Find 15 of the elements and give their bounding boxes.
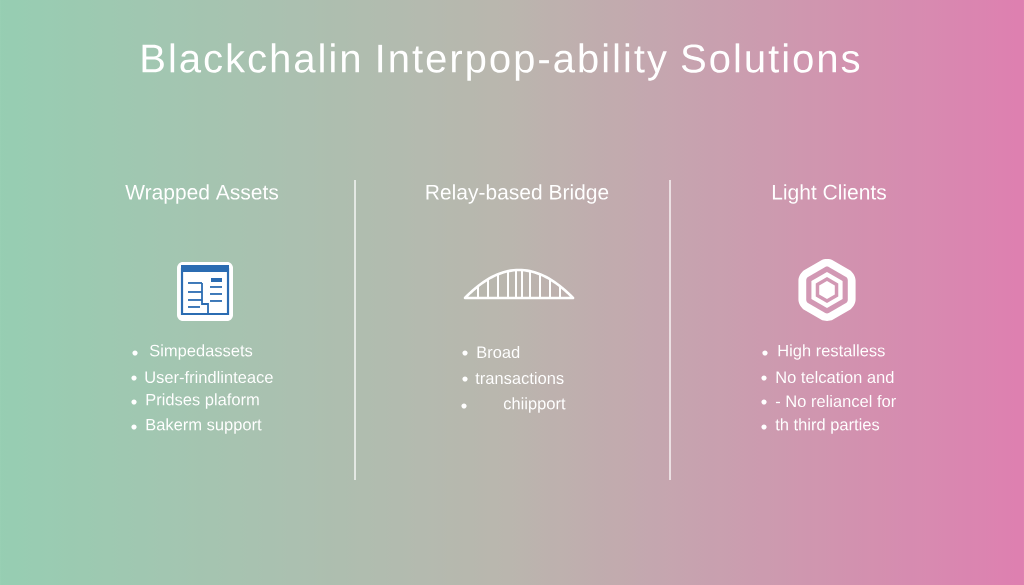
list-item: Simpedassets [149, 344, 253, 360]
list-item: - No reliancel for [775, 394, 896, 408]
list-item: Bakerm support [146, 418, 262, 434]
list-item: Broad [477, 345, 520, 359]
list-item: No telcation and [776, 370, 894, 384]
list-item: chiipport [503, 397, 566, 413]
list-item: User-frindlinteace [145, 370, 273, 384]
list-item: th third parties [775, 418, 880, 434]
column-heading: Light Clients [772, 184, 886, 204]
title: Blackchalin Interpop-ability Solutions [142, 43, 860, 81]
list-item: transactions [475, 371, 564, 385]
column-heading: Relay-based Bridge [426, 184, 609, 204]
column-heading: Wrapped Assets [125, 184, 279, 204]
list-item: Pridses plaform [146, 393, 259, 409]
list-item: High restalless [778, 344, 885, 360]
